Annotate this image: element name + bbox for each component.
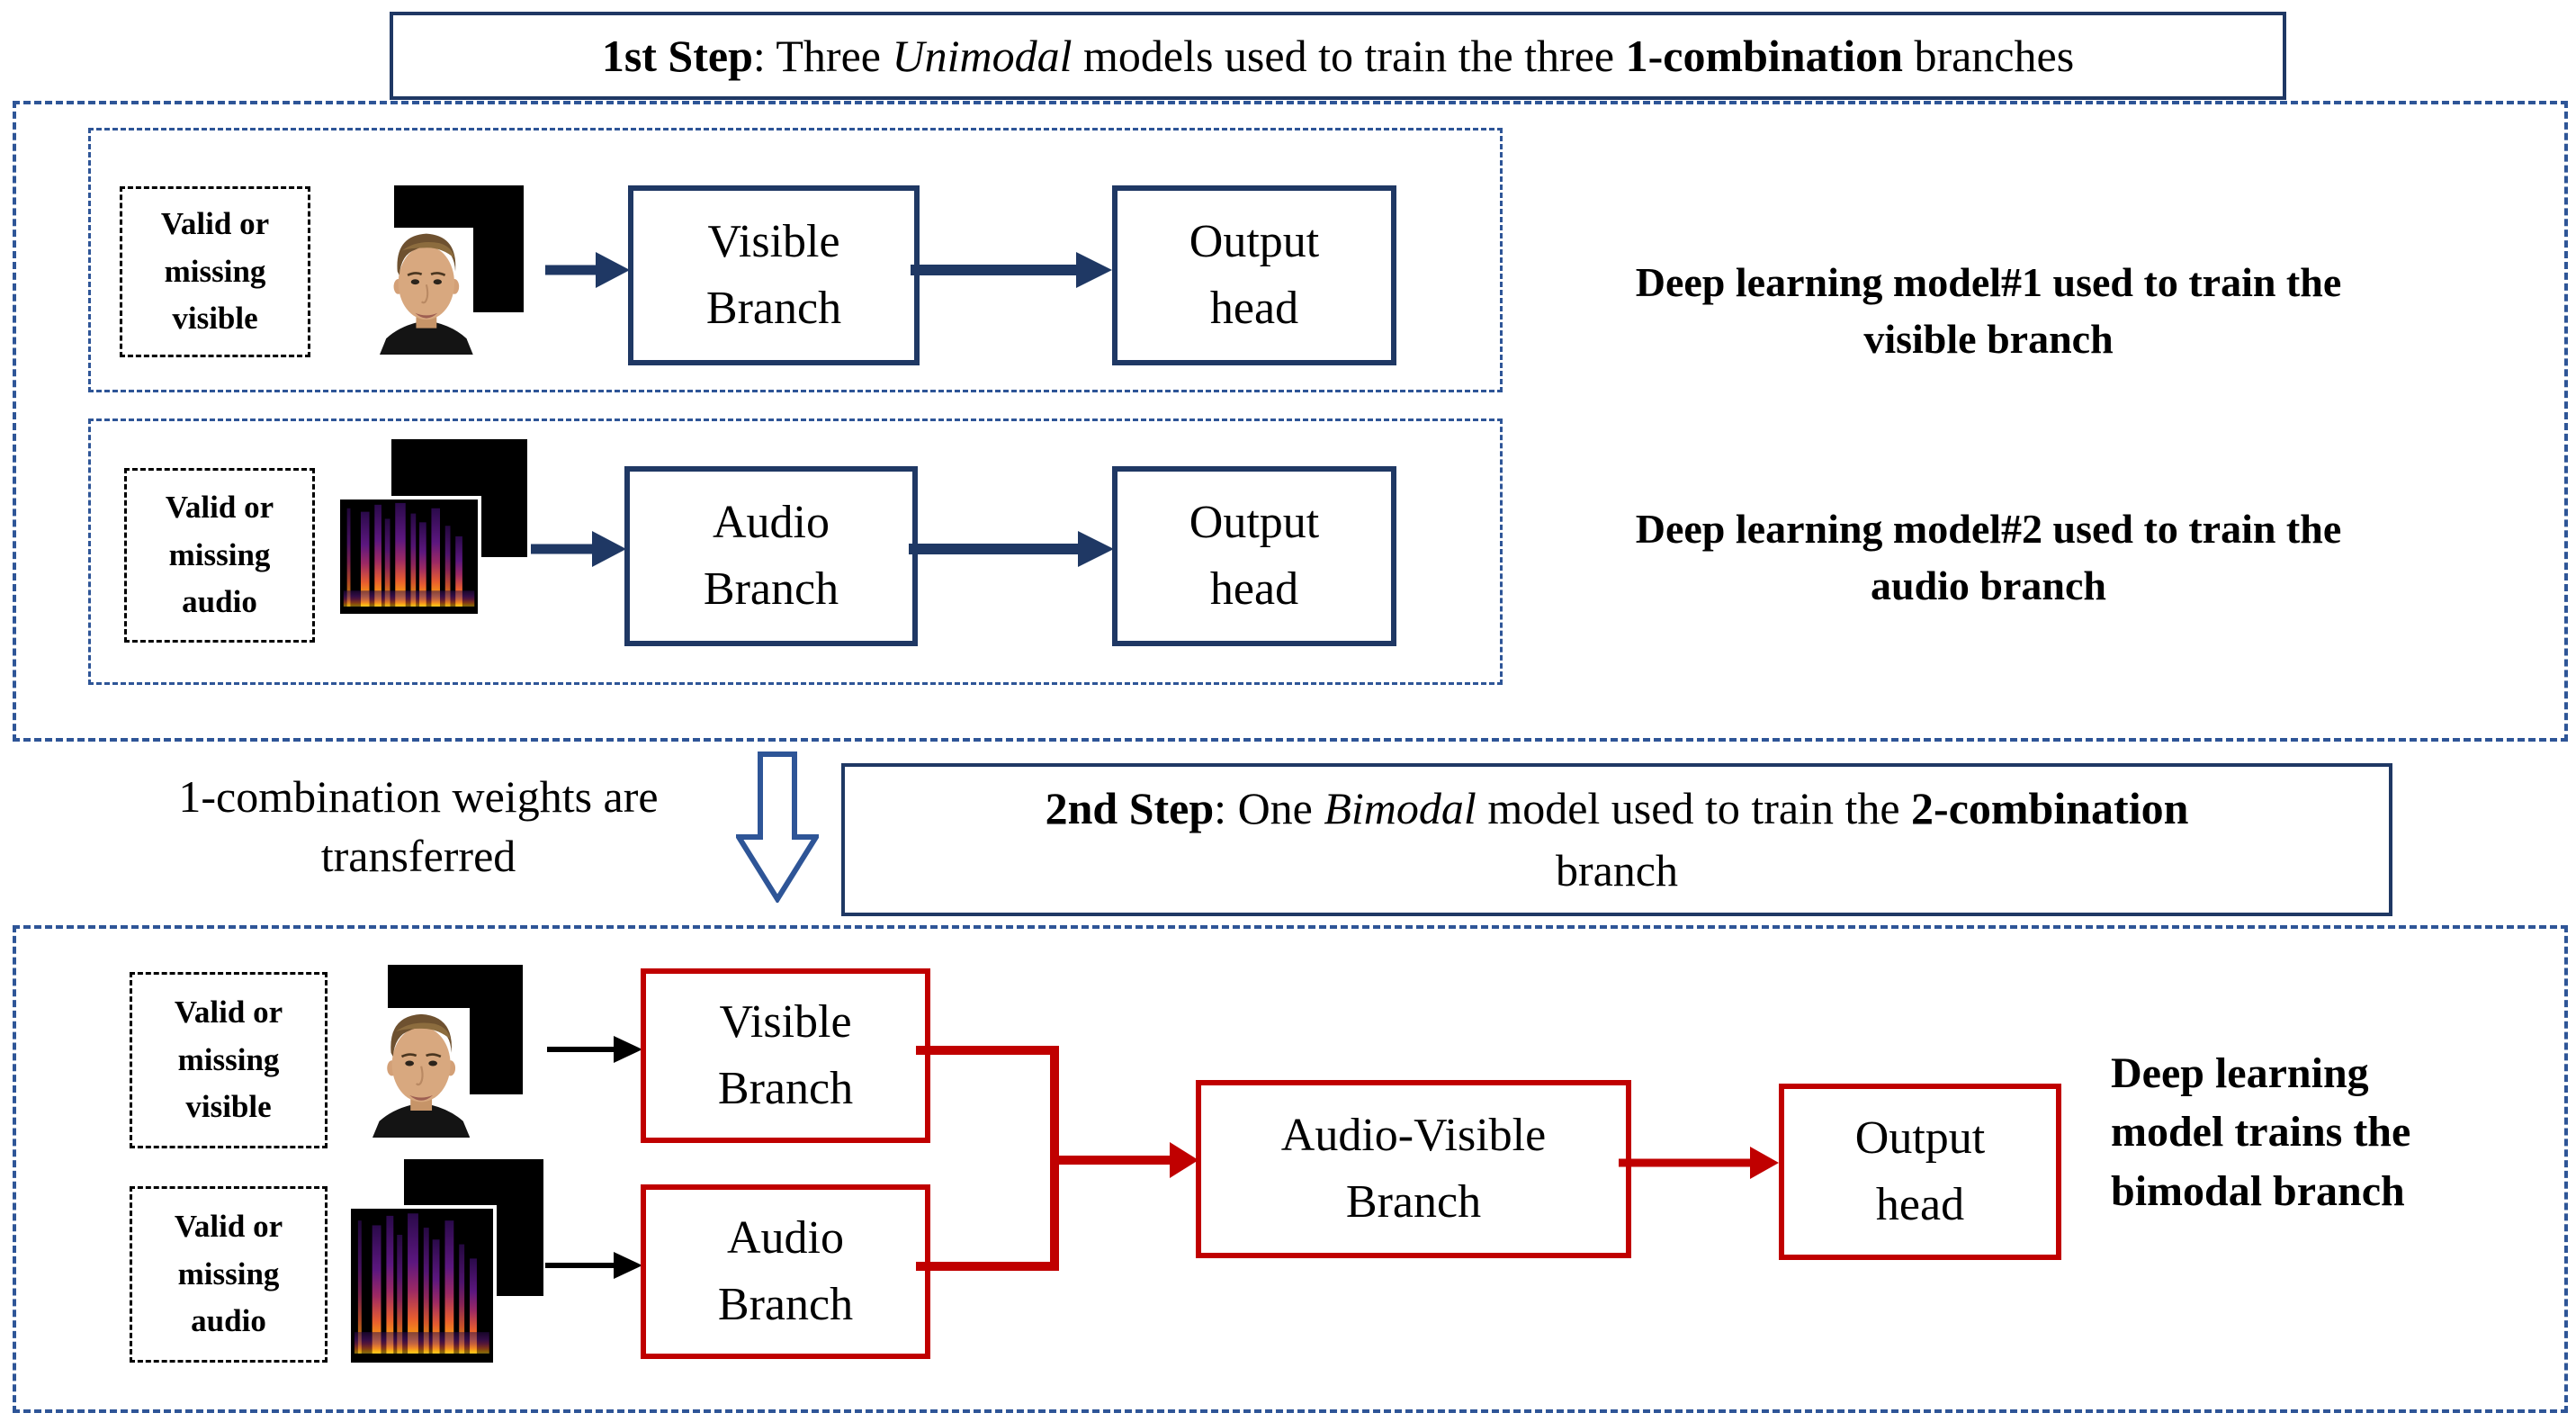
audio-branch-box: Audio Branch: [624, 466, 918, 646]
audio-frame-sample-2: [347, 1159, 543, 1366]
valid-or-missing-audio-label-2: Valid or missing audio: [130, 1186, 328, 1363]
step1-title: 1st Step: Three Unimodal models used to …: [601, 30, 2075, 81]
step1-visible-row-frame: [88, 128, 1503, 392]
arrow-branch-to-output2: [909, 531, 1114, 567]
visible-frame-sample: [380, 178, 543, 355]
caption-bimodal: Deep learning model trains the bimodal b…: [2111, 1049, 2411, 1215]
valid-or-missing-visible-label-2: Valid or missing visible: [130, 972, 328, 1148]
valid-or-missing-audio-label: Valid or missing audio: [124, 468, 315, 643]
step1-title-box: 1st Step: Three Unimodal models used to …: [390, 12, 2286, 100]
step2-outer-frame: [13, 925, 2568, 1413]
audio-frame-sample: [337, 439, 527, 617]
visible-branch-box-2: Visible Branch: [641, 968, 930, 1143]
face-image: [380, 222, 473, 355]
step1-audio-row-frame: [88, 418, 1503, 685]
arrow-fusion-to-output: [1619, 1147, 1779, 1179]
face-image: [372, 1003, 471, 1138]
step1-outer-frame: [13, 101, 2568, 742]
output-head-box-visible: Output head: [1112, 185, 1396, 365]
valid-or-missing-visible-label: Valid or missing visible: [120, 186, 310, 357]
output-head-box-bimodal: Output head: [1779, 1084, 2061, 1260]
visible-branch-box: Visible Branch: [628, 185, 920, 365]
step2-title-line2: branch: [1555, 845, 1679, 896]
output-head-box-audio: Output head: [1112, 466, 1396, 646]
arrow-branch-to-output: [911, 252, 1112, 288]
missing-block: [470, 965, 524, 1094]
down-block-arrow: [736, 752, 819, 903]
audio-visible-branch-box: Audio-Visible Branch: [1196, 1080, 1631, 1258]
arrow-audio-to-branch-2: [545, 1252, 642, 1279]
step2-title-line1: 2nd Step: One Bimodal model used to trai…: [1045, 783, 2189, 833]
weights-transfer-note: 1-combination weights are transferred: [178, 771, 659, 881]
arrow-visible-to-branch: [545, 252, 630, 288]
step2-title-box: 2nd Step: One Bimodal model used to trai…: [841, 763, 2392, 916]
spectrogram-image: [347, 1204, 497, 1366]
arrow-audio-to-branch: [531, 531, 626, 567]
audio-branch-box-2: Audio Branch: [641, 1184, 930, 1359]
missing-block: [472, 184, 525, 312]
spectrogram-image: [337, 496, 482, 617]
caption-model1: Deep learning model#1 used to train the …: [1635, 259, 2342, 363]
caption-model2: Deep learning model#2 used to train the …: [1635, 506, 2342, 609]
visible-frame-sample-2: [372, 958, 543, 1138]
merge-connector: [916, 1046, 1198, 1271]
arrow-visible-to-branch-2: [547, 1036, 642, 1063]
